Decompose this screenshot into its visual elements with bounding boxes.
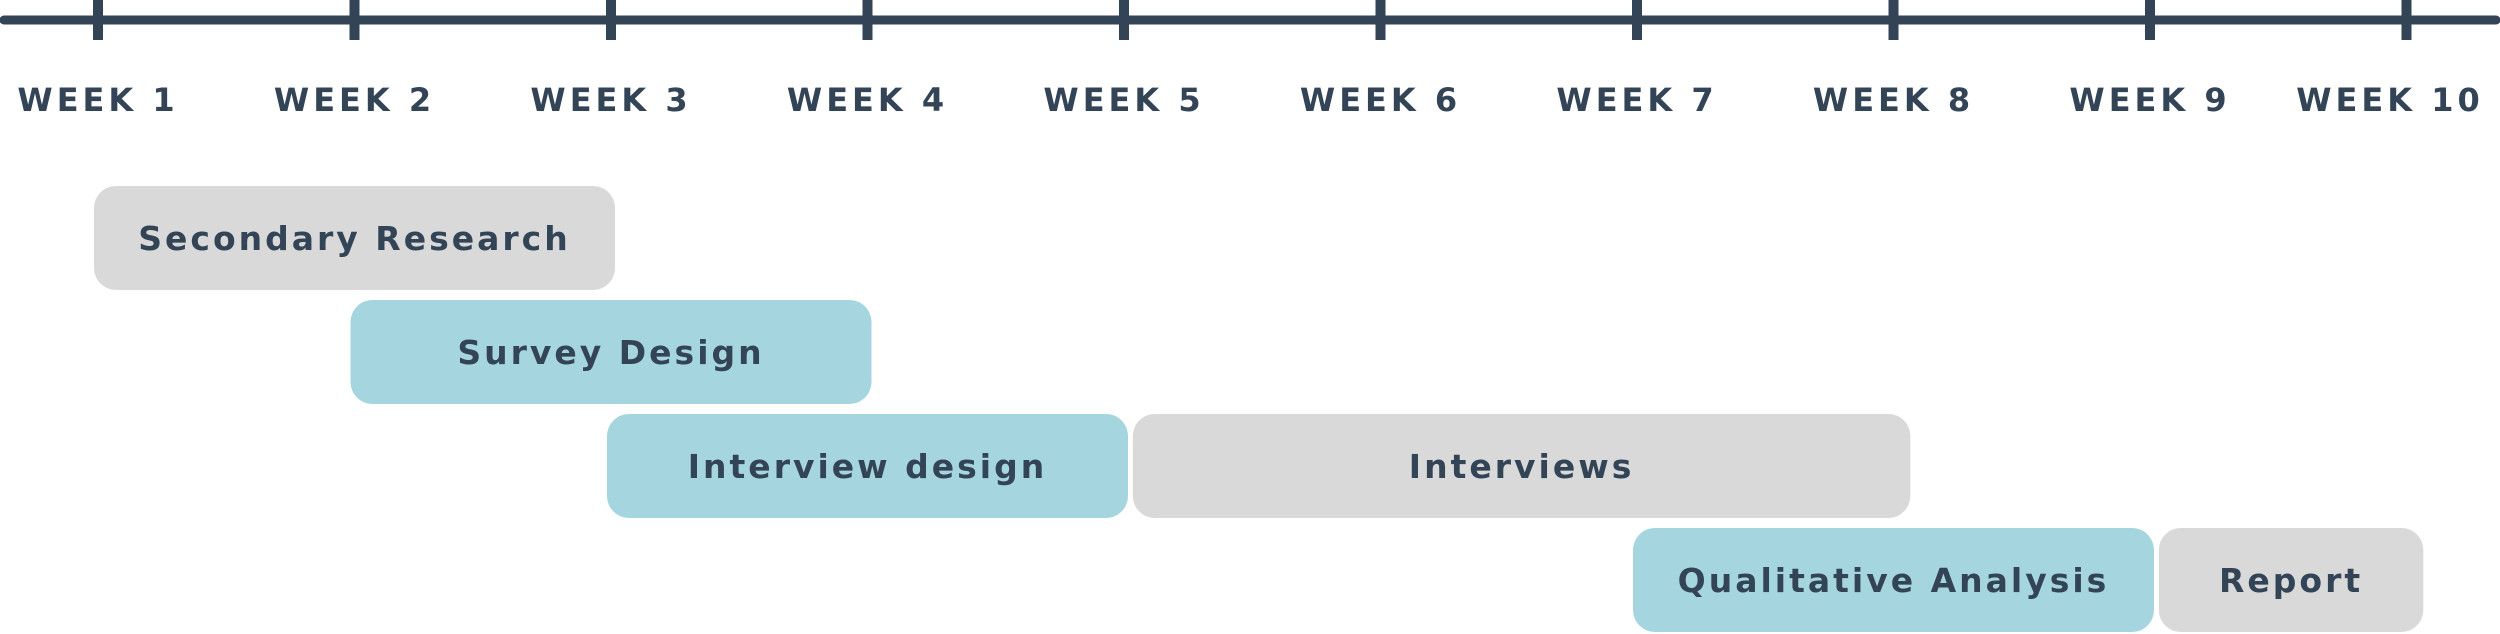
task-bar-rect (1132, 414, 1911, 518)
task-bar-interviews: Interviews (1132, 414, 1911, 518)
week-label-10: WEEK 10 (2296, 81, 2483, 119)
week-label-6: WEEK 6 (1300, 81, 1461, 119)
task-bar-rect (607, 414, 1128, 518)
week-label-7: WEEK 7 (1556, 81, 1717, 119)
tick-week-10 (2401, 0, 2412, 40)
task-bar-survey-design: Survey Design (350, 300, 872, 404)
week-label-8: WEEK 8 (1813, 81, 1974, 119)
task-bar-rect (94, 186, 615, 290)
week-label-2: WEEK 2 (274, 81, 435, 119)
task-label: Secondary Research (138, 219, 570, 258)
task-bar-rect (350, 300, 872, 404)
task-label: Interviews (1409, 447, 1635, 486)
task-bar-interview-design: Interview design (607, 414, 1128, 518)
week-label-4: WEEK 4 (787, 81, 948, 119)
task-bar-report: Report (2158, 528, 2424, 632)
task-bar-rect (1633, 528, 2154, 632)
tick-week-1 (93, 0, 103, 40)
tick-week-3 (606, 0, 616, 40)
week-label-1: WEEK 1 (17, 81, 178, 119)
week-labels: WEEK 1 WEEK 2 WEEK 3 WEEK 4 WEEK 5 WEEK 6 WEEK… (17, 81, 2483, 119)
task-label: Qualitative Analysis (1678, 561, 2110, 600)
tick-week-7 (1632, 0, 1642, 40)
tick-week-2 (349, 0, 360, 40)
task-bar-secondary-research: Secondary Research (94, 186, 615, 290)
tick-week-5 (1119, 0, 1129, 40)
task-bar-qualitative-analysis: Qualitative Analysis (1633, 528, 2154, 632)
week-label-9: WEEK 9 (2069, 81, 2230, 119)
tick-week-4 (862, 0, 873, 40)
week-label-3: WEEK 3 (530, 81, 691, 119)
week-label-5: WEEK 5 (1043, 81, 1204, 119)
tick-week-8 (1888, 0, 1899, 40)
timeline-ticks (93, 0, 2412, 40)
task-bar-rect (2158, 528, 2424, 632)
task-label: Report (2219, 561, 2363, 600)
tick-week-6 (1375, 0, 1386, 40)
task-label: Interview design (688, 447, 1047, 486)
tick-week-9 (2145, 0, 2155, 40)
task-label: Survey Design (457, 333, 764, 372)
